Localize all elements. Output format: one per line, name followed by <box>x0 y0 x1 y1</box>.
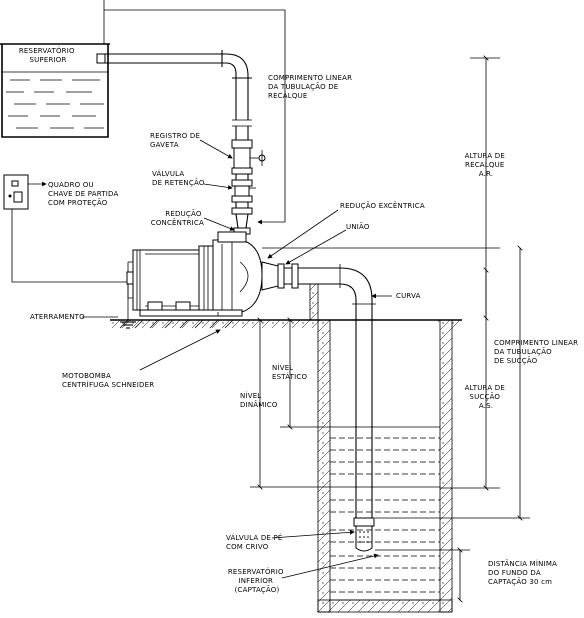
label-altura-recalque: ALTURA DE RECALQUE A.R. <box>465 152 508 178</box>
label-comprimento-recalque: COMPRIMENTO LINEAR DA TUBULAÇÃO DE RECAL… <box>268 74 355 100</box>
dimension-lines <box>104 9 530 600</box>
label-reservatorio-superior: RESERVATÓRIO SUPERIOR <box>19 46 77 64</box>
label-nivel-dinamico: NÍVEL DINÂMICO <box>240 391 278 409</box>
leader-lines <box>139 139 392 579</box>
suction-pipe <box>261 261 376 552</box>
label-reducao-excentrica: REDUÇÃO EXCÊNTRICA <box>340 201 425 210</box>
labels: RESERVATÓRIO SUPERIOR QUADRO OU CHAVE DE… <box>19 46 581 594</box>
label-altura-succao: ALTURA DE SUCÇÃO A.S. <box>465 384 508 410</box>
pipe-support <box>309 283 319 321</box>
label-uniao: UNIÃO <box>346 222 370 231</box>
label-valvula-retencao: VÁLVULA DE RETENÇÃO <box>152 169 205 187</box>
label-motobomba: MOTOBOMBA CENTRÍFUGA SCHNEIDER <box>62 372 154 389</box>
label-reducao-concentrica: REDUÇÃO CONCÊNTRICA <box>151 209 204 227</box>
label-quadro: QUADRO OU CHAVE DE PARTIDA COM PROTEÇÃO <box>48 181 121 207</box>
label-reservatorio-inferior: RESERVATÓRIO INFERIOR (CAPTAÇÃO) <box>228 567 286 594</box>
control-panel <box>3 174 130 283</box>
label-nivel-estatico: NÍVEL ESTÁTICO <box>272 363 307 381</box>
label-distancia-minima: DISTÂNCIA MÍNIMA DO FUNDO DA CAPTAÇÃO 30… <box>488 559 560 586</box>
upper-reservoir <box>0 43 110 138</box>
discharge-pipe <box>105 50 266 244</box>
ground-and-well <box>110 319 462 613</box>
label-valvula-pe: VÁLVULA DE PÉ COM CRIVO <box>226 533 285 551</box>
label-registro: REGISTRO DE GAVETA <box>150 132 203 149</box>
label-curva: CURVA <box>396 292 421 300</box>
label-aterramento: ATERRAMENTO <box>30 313 85 321</box>
label-comprimento-succao: COMPRIMENTO LINEAR DA TUBULAÇÃO DE SUCÇÃ… <box>494 339 581 365</box>
motor-pump <box>126 231 263 317</box>
grounding-symbol <box>82 284 136 329</box>
